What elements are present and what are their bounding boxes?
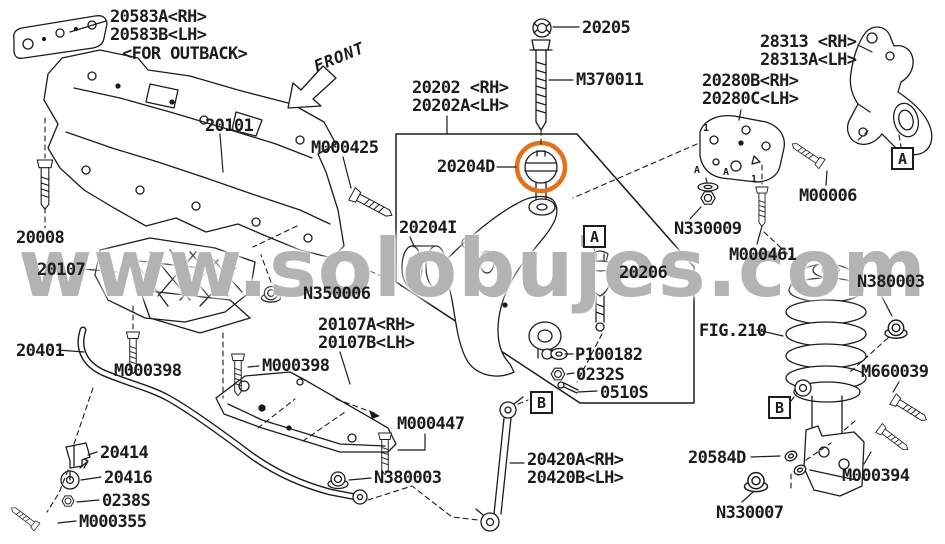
part-label-m000447: M000447 (397, 414, 465, 434)
subframe-drawing (43, 49, 345, 259)
leader-lines (57, 20, 900, 524)
part-label-0238s: 0238S (102, 491, 151, 511)
part-label-m000425: M000425 (311, 138, 379, 158)
part-label-20414: 20414 (100, 443, 149, 463)
part-label-n350006: N350006 (303, 284, 371, 304)
part-label-20280c-lh: 20280C<LH> (702, 89, 799, 109)
nut-20205-drawing (532, 18, 552, 38)
bolt-m00006 (788, 138, 826, 170)
nut-n380003-left (327, 471, 349, 490)
part-label-n380003-right: N380003 (857, 272, 925, 292)
stabilizer-link-drawing (475, 396, 524, 532)
bolt-m000425 (348, 187, 396, 222)
bolt-m000355 (8, 503, 41, 532)
part-label-20204i: 20204I (399, 218, 457, 238)
part-label-20583a-rh: 20583A<RH> (110, 7, 207, 27)
jack-plate-drawing (215, 371, 397, 453)
part-label-20202a-lh: 20202A<LH> (412, 96, 509, 116)
part-label-20107b-lh: 20107B<LH> (318, 333, 415, 353)
control-arm-box (395, 133, 695, 404)
part-label-20205: 20205 (582, 18, 631, 38)
svg-text:1: 1 (751, 174, 757, 185)
svg-text:A: A (723, 167, 729, 178)
part-label-n380003-left: N380003 (374, 468, 442, 488)
bushing-20204d-drawing (524, 150, 558, 200)
knuckle-28313-drawing (846, 26, 933, 156)
nut-n350006 (260, 285, 282, 303)
part-label-20416: 20416 (104, 468, 153, 488)
svg-text:1: 1 (703, 123, 709, 134)
part-label-fig210: FIG.210 (699, 321, 767, 341)
part-label-20420a-rh: 20420A<RH> (527, 450, 624, 470)
nut-n330009 (700, 191, 716, 205)
part-label-0232s: 0232S (576, 365, 625, 385)
part-label-20204d: 20204D (437, 157, 495, 177)
dashed-arrowhead (369, 410, 380, 419)
stabilizer-bar-drawing (77, 326, 368, 505)
part-label-m000398-left: M000398 (114, 361, 182, 381)
part-label-m370011: M370011 (576, 70, 644, 90)
bolt-m370011-drawing (529, 39, 553, 131)
ref-box-b-link: B (530, 391, 553, 414)
bushing-20416-drawing (60, 458, 89, 490)
ref-box-a-knuckle: A (891, 147, 914, 170)
part-label-m00006: M00006 (799, 186, 857, 206)
part-label-28313-rh: 28313 <RH> (760, 32, 857, 52)
part-label-20101: 20101 (205, 116, 254, 136)
bracket-20280-drawing (699, 114, 785, 183)
nut-n330007 (743, 471, 769, 493)
part-label-20107a-rh: 20107A<RH> (318, 315, 415, 335)
part-label-n330009: N330009 (674, 219, 742, 239)
part-label-20202-rh: 20202 <RH> (412, 78, 509, 98)
part-label-m000394: M000394 (842, 466, 910, 486)
part-label-20420b-lh: 20420B<LH> (527, 468, 624, 488)
part-label-m000461: M000461 (729, 245, 797, 265)
bracket-20583-drawing (13, 15, 108, 59)
part-label-20206: 20206 (619, 263, 668, 283)
part-label-n330007: N330007 (716, 503, 784, 523)
clamp-20414-drawing (65, 442, 91, 469)
part-label-28313a-lh: 28313A<LH> (760, 50, 857, 70)
control-arm-drawing (401, 195, 562, 377)
washer-pin-stack-drawing (541, 347, 579, 394)
part-label-20107: 20107 (37, 260, 86, 280)
part-label-20008: 20008 (16, 228, 65, 248)
dashed-lines (44, 117, 902, 521)
part-label-m660039: M660039 (861, 362, 929, 382)
strut-fig210-drawing (785, 262, 867, 497)
part-label-0510s: 0510S (600, 383, 649, 403)
washer-n330009 (697, 182, 719, 192)
part-label-for-outback: <FOR OUTBACK> (122, 44, 248, 64)
nut-0238s (61, 495, 75, 507)
ball-joint-20206-drawing (586, 250, 614, 332)
part-label-20401: 20401 (16, 341, 65, 361)
part-label-m000355: M000355 (79, 512, 147, 532)
part-label-20583b-lh: 20583B<LH> (110, 25, 207, 45)
under-cover-20107-drawing (94, 237, 256, 334)
bolt-20008 (36, 159, 54, 210)
part-label-20280b-rh: 20280B<RH> (702, 71, 799, 91)
nut-n380003-right (884, 319, 908, 339)
part-label-m000398-right: M000398 (262, 356, 330, 376)
part-label-20584d: 20584D (688, 448, 746, 468)
bolt-m000394 (875, 423, 912, 455)
grommet-20584d-1 (783, 448, 799, 464)
front-arrow (287, 65, 337, 109)
part-label-p100182: P100182 (575, 345, 643, 365)
ref-box-a-balljoint: A (583, 225, 606, 248)
svg-text:A: A (694, 165, 700, 176)
bolt-m660039 (889, 393, 931, 426)
bolt-m000461 (755, 186, 769, 227)
ref-box-b-strut: B (768, 396, 791, 419)
part-marks: 1 A A 1 (694, 123, 757, 185)
